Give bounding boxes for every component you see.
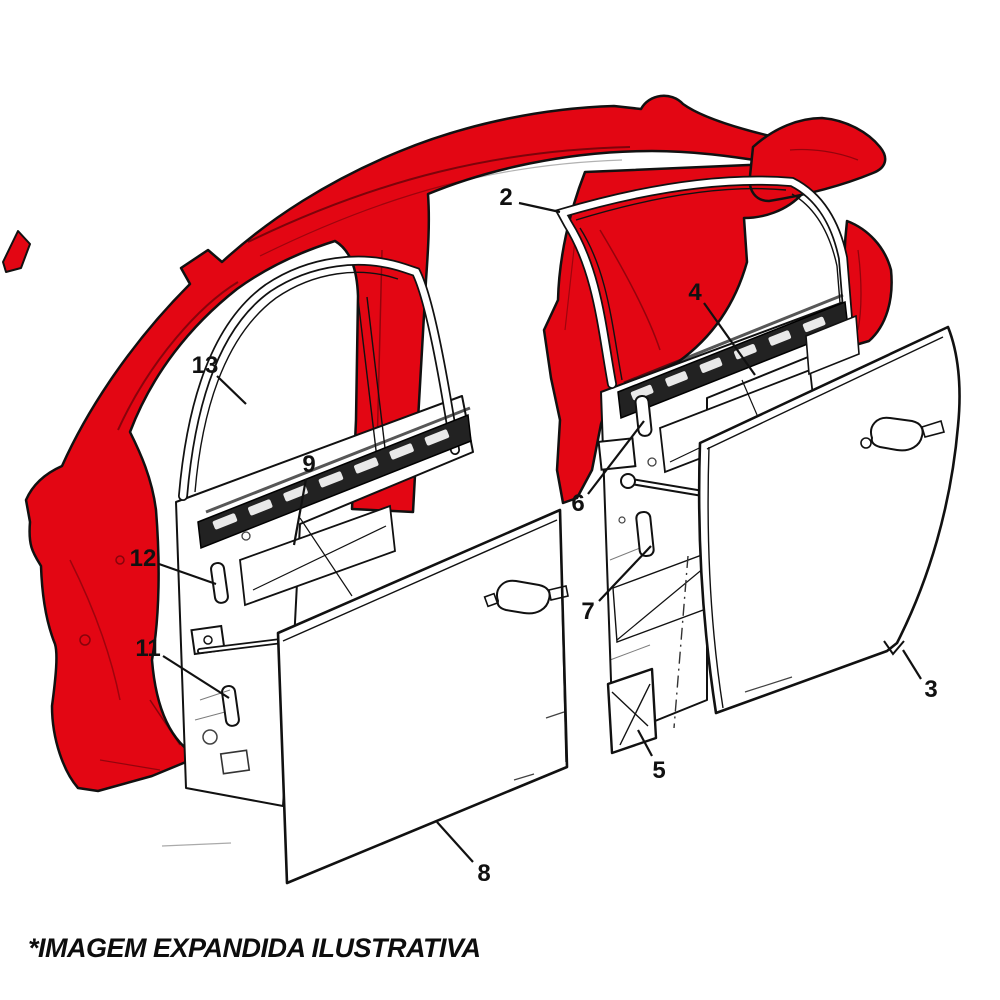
callout-numbers: 2 3 4 5 6 7 8 9 11 12 13 xyxy=(130,184,938,887)
callout-leaders xyxy=(158,201,922,863)
rear-hinge-bracket xyxy=(597,437,637,471)
rear-hinge-slot-lower xyxy=(635,510,655,558)
front-handle-tab xyxy=(548,585,569,601)
rear-handle-tab xyxy=(921,419,945,438)
leader-5 xyxy=(637,729,653,757)
leader-12 xyxy=(158,562,217,586)
callout-8: 8 xyxy=(477,860,490,887)
leader-13 xyxy=(216,375,247,405)
patch-plate xyxy=(606,555,689,755)
leader-9 xyxy=(292,478,308,546)
rear-door-sketch-detail xyxy=(609,457,657,661)
leader-4 xyxy=(703,302,756,376)
callout-12: 12 xyxy=(130,545,157,572)
front-door-outer-panel xyxy=(276,508,569,885)
rear-check-rod-end xyxy=(620,473,636,489)
front-hinge-pin xyxy=(203,635,213,645)
front-outer-panel-hems xyxy=(282,515,567,781)
callout-3: 3 xyxy=(924,676,937,703)
callout-11: 11 xyxy=(135,635,160,662)
patch-plate-marks xyxy=(611,683,651,746)
callout-5: 5 xyxy=(652,757,665,784)
caption: *IMAGEM EXPANDIDA ILUSTRATIVA xyxy=(28,933,481,963)
front-door-sketch-detail xyxy=(194,531,251,775)
bracket-red-piece xyxy=(2,230,31,273)
leader-2 xyxy=(518,201,561,214)
callout-7: 7 xyxy=(581,598,594,625)
callout-4: 4 xyxy=(688,279,702,306)
rear-window-frame-inner-line xyxy=(575,187,843,381)
red-shading-lines xyxy=(69,146,862,771)
front-door-label-plate xyxy=(239,504,396,607)
front-belt-channel xyxy=(205,406,471,514)
leader-8 xyxy=(436,821,474,863)
front-door-label-marks xyxy=(252,517,387,597)
callout-13: 13 xyxy=(192,352,219,379)
rear-belt-channel xyxy=(623,293,844,385)
leader-7 xyxy=(598,545,652,602)
front-handle-notch xyxy=(483,592,499,608)
leader-3 xyxy=(902,649,922,680)
rear-door-label-small xyxy=(805,314,860,376)
rear-door-outer-panel xyxy=(697,325,961,715)
callout-6: 6 xyxy=(571,490,584,517)
front-window-frame-fill xyxy=(179,257,459,500)
rear-door-handle-cutout xyxy=(870,416,924,452)
rear-outer-panel-hems xyxy=(706,336,944,709)
front-door-handle-cutout xyxy=(496,579,551,615)
front-belt-bar-slots xyxy=(212,429,450,530)
rear-handle-notch xyxy=(860,437,872,449)
callout-2: 2 xyxy=(499,184,512,211)
front-window-frame-inner-line xyxy=(194,271,399,493)
leader-11 xyxy=(162,655,230,699)
callout-9: 9 xyxy=(302,451,315,478)
front-window-divider xyxy=(357,296,388,468)
front-door-frame xyxy=(175,255,474,807)
leader-6 xyxy=(587,420,645,495)
rear-belt-bar-slots xyxy=(630,316,826,401)
center-dash-line xyxy=(673,555,689,729)
rear-check-rod-highlight xyxy=(626,479,708,496)
rear-window-frame-fill xyxy=(557,177,853,388)
ground-line xyxy=(161,842,232,847)
